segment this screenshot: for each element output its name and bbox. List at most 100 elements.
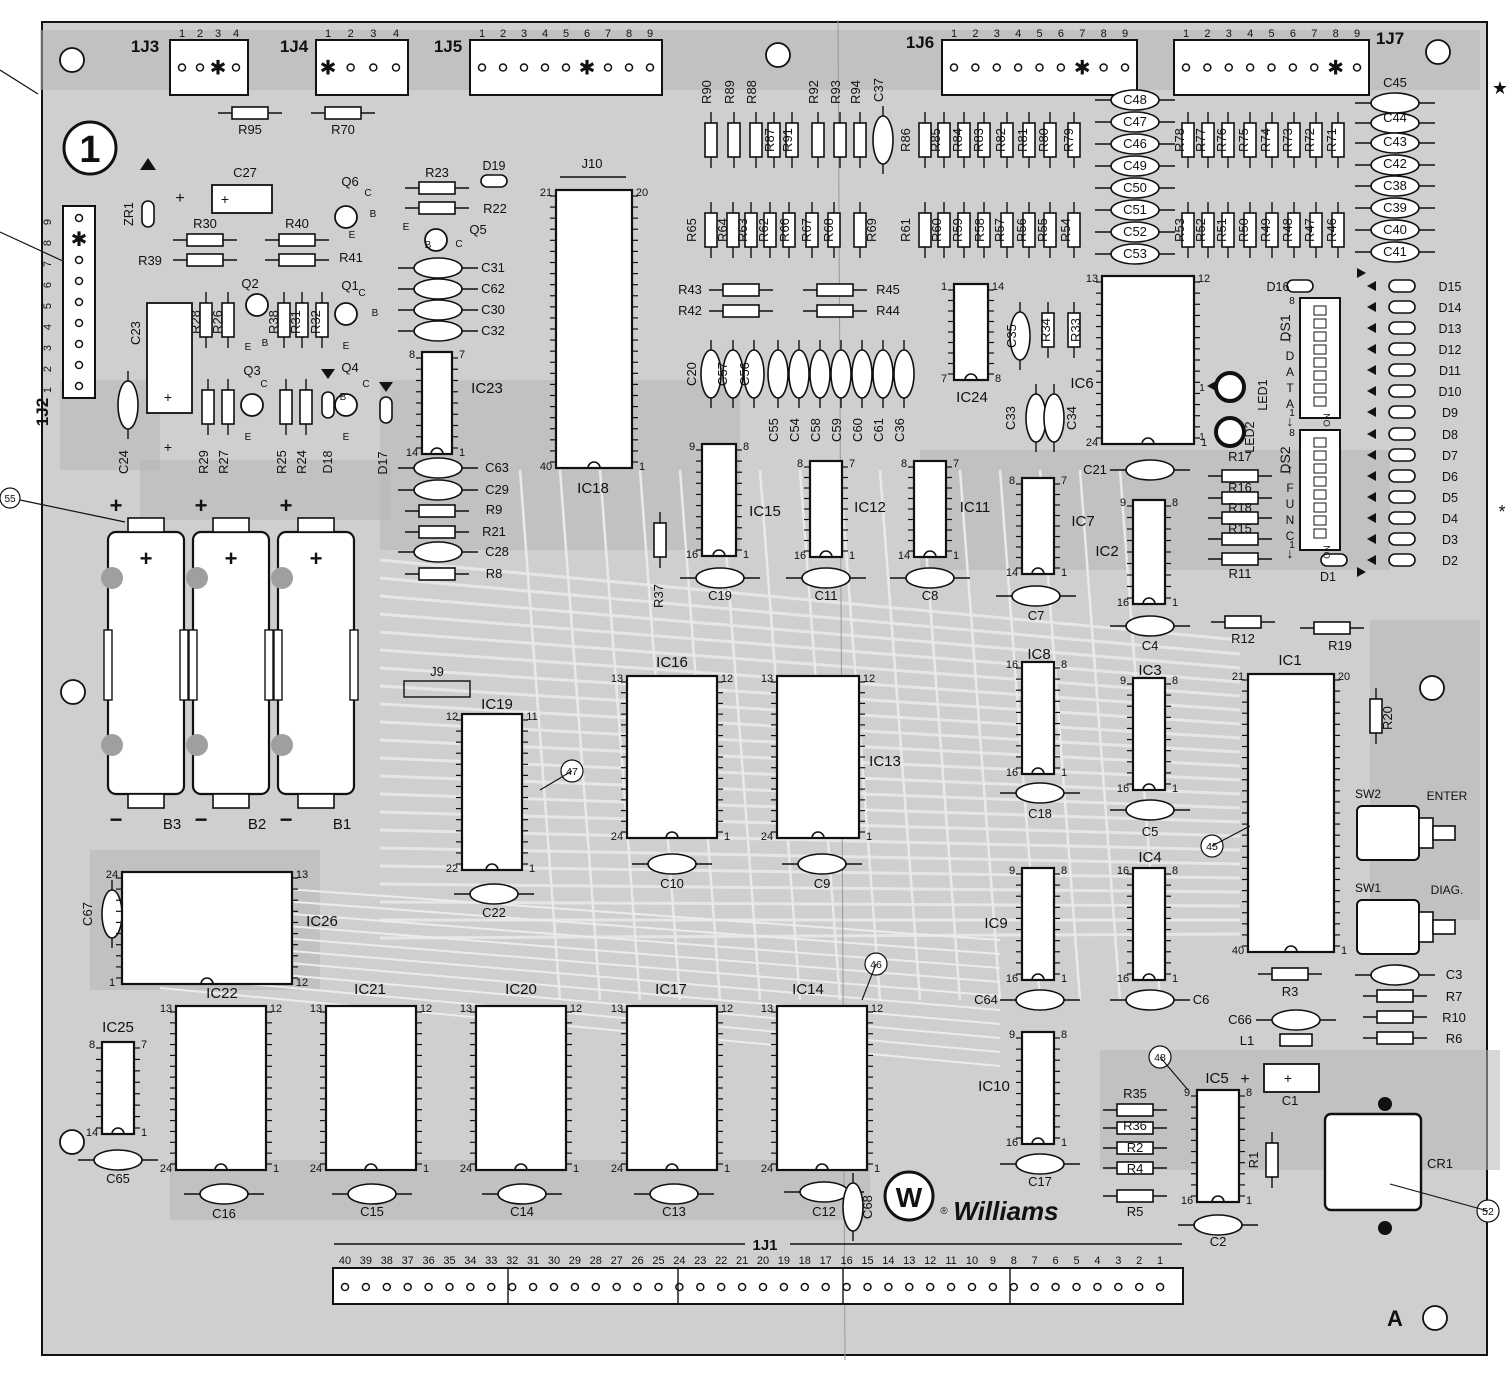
callout-leader xyxy=(1211,825,1251,847)
pin-number: 14 xyxy=(1006,567,1018,579)
resistor-label: R54 xyxy=(1058,218,1073,242)
pin-number: 12 xyxy=(721,673,733,685)
resistor-R80 xyxy=(1043,112,1057,168)
resistor-R60 xyxy=(937,202,951,258)
ic-label: IC13 xyxy=(869,753,901,770)
pin-number: 1 xyxy=(724,1163,730,1175)
resistor-R95 xyxy=(218,106,282,120)
pin-pad xyxy=(74,339,84,349)
capacitor-label: C5 xyxy=(1142,824,1159,839)
pin-number: 20 xyxy=(1338,671,1350,683)
pin-number: 13 xyxy=(761,673,773,685)
pin-number: 17 xyxy=(820,1255,832,1267)
dip-toggle xyxy=(1313,305,1327,316)
pin-pad xyxy=(949,63,959,72)
pin-number: 9 xyxy=(647,28,653,40)
pin-number: 27 xyxy=(611,1255,623,1267)
resistor-R1 xyxy=(1265,1132,1279,1188)
resistor-label: R87 xyxy=(762,128,777,152)
pin-number: 6 xyxy=(42,282,54,288)
pin-number: 1 xyxy=(724,831,730,843)
pin-pad xyxy=(1013,63,1023,72)
resistor-R50 xyxy=(1243,202,1257,258)
diode-D19 xyxy=(480,174,508,188)
trace xyxy=(379,882,1241,894)
capacitor-label: C29 xyxy=(485,482,509,497)
pin-pad xyxy=(74,318,84,328)
capacitor-label: C63 xyxy=(485,460,509,475)
pin-number: 31 xyxy=(527,1255,539,1267)
registered-mark: ® xyxy=(940,1206,948,1217)
diode-D6 xyxy=(1388,469,1416,483)
ic-IC3 xyxy=(1127,676,1171,792)
resistor-R74 xyxy=(1265,112,1279,168)
pin-number: 24 xyxy=(761,1163,773,1175)
pin-number: 13 xyxy=(611,673,623,685)
capacitor-label: C51 xyxy=(1123,202,1147,217)
transistor-Q1 xyxy=(334,302,358,326)
star-icon: ★ xyxy=(1492,78,1508,98)
resistor-R75 xyxy=(1243,112,1257,168)
resistor-label: R25 xyxy=(274,450,289,474)
pin-number: 14 xyxy=(992,281,1004,293)
pin-pad xyxy=(1203,63,1212,72)
trace xyxy=(379,932,1241,940)
pin-number: 1 xyxy=(109,977,115,989)
pin-number: 16 xyxy=(1117,973,1129,985)
pin-number: 24 xyxy=(106,869,118,881)
diode-label: D18 xyxy=(321,450,335,473)
resistor-label: R95 xyxy=(238,122,262,137)
pin-number: 2 xyxy=(1204,28,1210,40)
trace xyxy=(159,939,1001,1011)
pin-number: 9 xyxy=(1009,865,1015,877)
resistor-label: R31 xyxy=(288,310,303,334)
dip-toggle xyxy=(1313,476,1327,487)
pin-pad xyxy=(737,1282,747,1292)
capacitor-C56 xyxy=(743,340,765,408)
led-arrow-icon xyxy=(1367,534,1376,544)
dip-toggle xyxy=(1313,463,1327,474)
capacitor-label: C33 xyxy=(1003,406,1018,430)
capacitor-C68 xyxy=(842,1173,864,1241)
ic-label: IC5 xyxy=(1205,1070,1228,1087)
pin-number: 2 xyxy=(42,366,54,372)
pin-number: 7 xyxy=(42,261,54,267)
dip-toggle xyxy=(1313,370,1327,381)
capacitor-label: C4 xyxy=(1142,638,1159,653)
resistor-label: R46 xyxy=(1324,218,1339,242)
resistor-label: R1 xyxy=(1246,1152,1261,1169)
dip-toggle xyxy=(1313,396,1327,407)
resistor-R68 xyxy=(827,202,841,258)
ic-IC15 xyxy=(696,442,742,558)
pin-number: 22 xyxy=(446,863,458,875)
pin-number: 3 xyxy=(521,28,527,40)
mounting-hole xyxy=(1425,39,1451,65)
ic-IC14 xyxy=(771,1004,873,1172)
resistor-label: R3 xyxy=(1282,984,1299,999)
resistor-label: R63 xyxy=(735,218,750,242)
trace xyxy=(379,900,1241,908)
pin-number: 25 xyxy=(652,1255,664,1267)
corner-mark: A xyxy=(1387,1306,1403,1331)
plus-sign: + xyxy=(195,493,208,518)
resistor-R16 xyxy=(1208,491,1272,505)
transistor-pin: C xyxy=(362,379,369,390)
pin-pad xyxy=(382,1282,392,1292)
dip-toggle xyxy=(1313,437,1327,448)
minus-sign: − xyxy=(110,807,123,832)
logo-letter: W xyxy=(896,1182,923,1213)
plus-sign: + xyxy=(225,546,238,571)
resistor-R31 xyxy=(295,292,309,348)
pin-number: 21 xyxy=(736,1255,748,1267)
battery-clip xyxy=(273,629,283,701)
pin-number: 12 xyxy=(863,673,875,685)
solder-pad xyxy=(271,734,293,756)
switch-SW1 xyxy=(1356,899,1420,955)
capacitor-label: C10 xyxy=(660,876,684,891)
capacitor-label: C7 xyxy=(1028,608,1045,623)
ic-IC11 xyxy=(908,459,952,559)
pin-number: 5 xyxy=(42,303,54,309)
dip-toggle xyxy=(1313,489,1327,500)
pin-number: 8 xyxy=(1333,28,1339,40)
pin-pad xyxy=(403,1282,412,1292)
